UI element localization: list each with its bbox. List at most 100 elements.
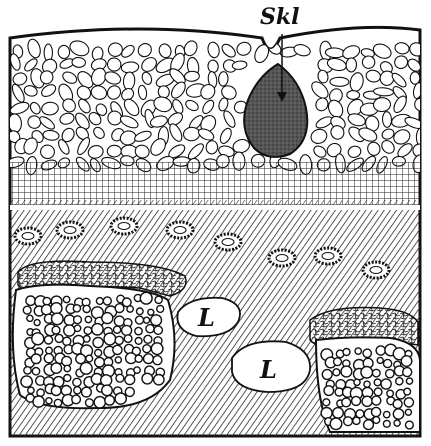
cluster-cell <box>381 379 391 389</box>
cluster-cell <box>401 356 412 367</box>
duct-lumen <box>64 227 76 234</box>
cluster-cell <box>73 378 81 386</box>
cluster-cell <box>113 345 122 354</box>
cluster-cell <box>393 409 403 419</box>
epithelial-cell <box>44 44 52 61</box>
cluster-cell <box>372 396 381 405</box>
cluster-cell <box>95 357 105 367</box>
cluster-cell <box>64 325 75 336</box>
cluster-cell <box>140 292 152 304</box>
cluster-cell <box>83 336 90 343</box>
cluster-cell <box>363 349 371 357</box>
cluster-cell <box>405 409 411 415</box>
epithelial-cell <box>184 71 199 82</box>
cluster-cell <box>403 368 412 377</box>
cluster-cell <box>384 411 390 417</box>
cluster-cell <box>364 381 370 387</box>
cluster-cell <box>373 417 380 424</box>
cluster-cell <box>404 388 411 395</box>
cluster-cell <box>122 325 132 335</box>
cluster-cell <box>74 387 81 394</box>
cluster-cell <box>54 399 61 406</box>
cluster-cell <box>148 309 154 315</box>
cluster-cell <box>51 363 61 373</box>
cluster-cell <box>394 420 400 426</box>
cluster-cell <box>84 327 92 335</box>
cluster-cell <box>24 367 31 374</box>
cluster-cell <box>32 333 44 345</box>
epithelial-cell <box>218 71 228 86</box>
cluster-cell <box>154 326 162 334</box>
label-lumen-1: L <box>197 303 215 332</box>
cluster-cell <box>23 306 31 314</box>
epithelial-cell <box>107 145 121 157</box>
cluster-cell <box>137 308 144 315</box>
cluster-cell <box>51 303 62 314</box>
duct-lumen <box>276 255 288 262</box>
cluster-cell <box>74 325 80 331</box>
cluster-cell <box>95 349 102 356</box>
cluster-cell <box>72 395 81 404</box>
cluster-cell <box>135 355 142 362</box>
cluster-cell <box>143 345 151 353</box>
cluster-cell <box>343 349 350 356</box>
cluster-cell <box>144 335 152 343</box>
cluster-cell <box>361 367 373 379</box>
label-skl: Skl <box>260 4 300 30</box>
cluster-cell <box>34 320 40 326</box>
cluster-cell <box>344 417 353 426</box>
cluster-cell <box>355 348 361 354</box>
cluster-cell <box>114 316 124 326</box>
cluster-cell <box>374 379 381 386</box>
cluster-cell <box>33 396 44 407</box>
cluster-cell <box>102 385 113 396</box>
cluster-cell <box>83 305 90 312</box>
cluster-cell <box>32 368 39 375</box>
cluster-cell <box>342 398 351 407</box>
cluster-cell <box>86 399 94 407</box>
cluster-cell <box>330 418 342 430</box>
cluster-cell <box>334 358 342 366</box>
duct-lumen <box>22 233 34 240</box>
cluster-cell <box>55 334 63 342</box>
cluster-cell <box>44 354 53 363</box>
cluster-cell <box>406 378 412 384</box>
cluster-cell <box>28 387 34 393</box>
cluster-cell <box>335 388 343 396</box>
cluster-cell <box>353 417 360 424</box>
epithelial-cell <box>382 112 392 128</box>
cluster-cell <box>27 315 33 321</box>
cluster-cell <box>115 357 121 363</box>
cluster-cell <box>46 347 53 354</box>
duct-lumen <box>174 227 186 234</box>
cluster-cell <box>151 315 162 326</box>
cluster-cell <box>354 379 360 385</box>
cluster-cell <box>64 365 70 371</box>
cluster-cell <box>144 354 154 364</box>
cluster-cell <box>341 366 352 377</box>
cluster-cell <box>94 397 105 408</box>
cluster-cell <box>125 375 135 385</box>
cluster-cell <box>384 359 392 367</box>
cluster-cell <box>52 326 60 334</box>
cluster-cell <box>154 375 164 385</box>
cluster-cell <box>146 325 154 333</box>
cluster-cell <box>323 399 330 406</box>
epithelial-cell <box>373 97 391 112</box>
cluster-cell <box>37 389 44 396</box>
cluster-cell <box>80 362 92 374</box>
cluster-cell <box>115 393 126 404</box>
cluster-cell <box>321 408 332 419</box>
cluster-cell <box>136 316 144 324</box>
cluster-cell <box>333 408 344 419</box>
cluster-cell <box>406 421 414 429</box>
epithelial-cell <box>330 77 349 86</box>
cluster-cell <box>396 378 403 385</box>
cluster-cell <box>116 374 124 382</box>
cluster-cell <box>324 386 334 396</box>
cluster-cell <box>135 327 142 334</box>
cluster-cell <box>387 390 394 397</box>
cluster-cell <box>85 316 91 322</box>
cluster-cell <box>376 346 385 355</box>
